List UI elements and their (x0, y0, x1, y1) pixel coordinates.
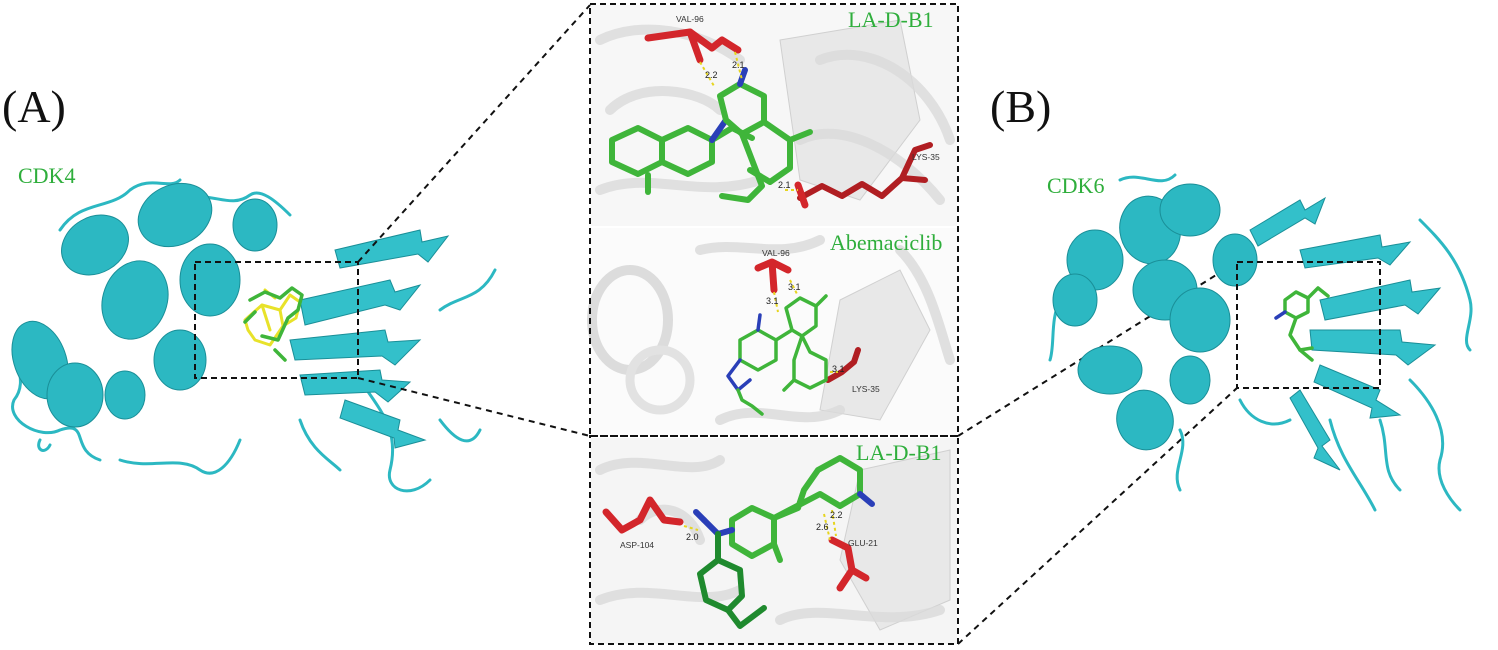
inset-frame-lower (589, 435, 959, 645)
cdk6-protein-structure (1048, 173, 1473, 512)
inset-3-distance-1: 2.0 (686, 532, 699, 542)
inset-1-residue-lys35: LYS-35 (912, 152, 940, 162)
panel-b: (B) CDK6 (990, 81, 1473, 512)
panel-a-label: (A) (2, 81, 66, 132)
inset-1-distance-1: 2.2 (705, 70, 718, 80)
inset-2-background-ribbons (587, 235, 955, 425)
inset-3-cdk6-ladb1: 2.0 2.2 2.6 ASP-104 GLU-21 LA-D-B1 (591, 438, 957, 644)
inset-3-background-ribbons (595, 449, 951, 631)
inset-1-distance-3: 2.1 (778, 180, 791, 190)
inset-3-distance-2: 2.2 (830, 510, 843, 520)
panel-b-label: (B) (990, 81, 1051, 132)
inset-2-val96-residue (754, 258, 792, 294)
inset-3-title: LA-D-B1 (856, 440, 942, 465)
val96-residue (644, 28, 742, 54)
cdk4-label: CDK4 (18, 163, 75, 188)
cdk6-label: CDK6 (1047, 173, 1104, 198)
panel-a: (A) CDK4 (2, 81, 497, 493)
inset-1-residue-val96: VAL-96 (676, 14, 704, 24)
inset-2-residue-lys35: LYS-35 (852, 384, 880, 394)
cdk4-binding-site-box (194, 261, 359, 379)
inset-1-distance-2: 2.1 (732, 60, 745, 70)
inset-3-residue-asp104: ASP-104 (620, 540, 654, 550)
asp104-residue (602, 496, 684, 534)
inset-2-residue-val96: VAL-96 (762, 248, 790, 258)
inset-1-cdk4-ladb1: 2.2 2.1 2.1 VAL-96 LYS-35 LA-D-B1 (591, 5, 957, 226)
inset-3-residue-glu21: GLU-21 (848, 538, 878, 548)
cdk4-protein-structure (11, 178, 497, 493)
inset-3-distance-3: 2.6 (816, 522, 829, 532)
inset-2-distance-1: 3.1 (766, 296, 779, 306)
inset-2-abemaciclib: 3.1 3.1 3.1 VAL-96 LYS-35 Abemaciclib (587, 228, 957, 436)
cdk4-bound-ligands (243, 286, 304, 362)
cdk6-binding-site-box (1236, 261, 1381, 389)
inset-2-distance-2: 3.1 (788, 282, 801, 292)
cdk6-bound-ligand (1274, 286, 1330, 362)
inset-1-title: LA-D-B1 (848, 7, 934, 32)
inset-2-title: Abemaciclib (830, 230, 942, 255)
inset-2-distance-3: 3.1 (832, 364, 845, 374)
